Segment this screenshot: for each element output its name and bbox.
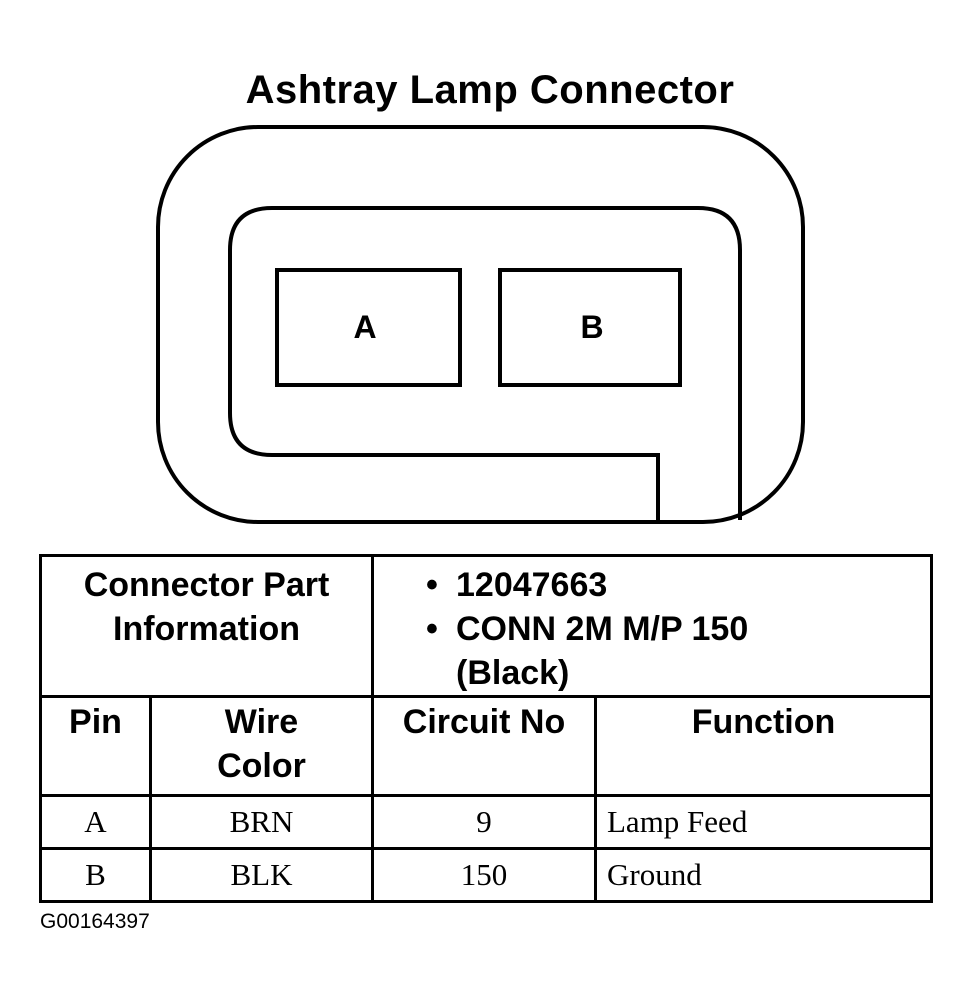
bullet-icon: • xyxy=(426,566,438,604)
row-b-wire-color: BLK xyxy=(149,847,374,903)
header-function: Function xyxy=(594,695,933,797)
figure-id: G00164397 xyxy=(40,910,150,933)
diagram-title: Ashtray Lamp Connector xyxy=(245,68,735,112)
pin-b-label: B xyxy=(580,309,603,345)
part-number: 12047663 xyxy=(456,566,608,604)
pin-a-label: A xyxy=(353,309,376,345)
header-pin: Pin xyxy=(39,695,152,797)
row-b-pin: B xyxy=(39,847,152,903)
bullet-icon: • xyxy=(426,610,438,648)
connector-info-table: Connector Part Information • 12047663 • CO… xyxy=(39,554,933,903)
header-circuit-no: Circuit No xyxy=(371,695,597,797)
part-info-label-cell: Connector Part Information xyxy=(39,554,374,698)
conn-color: (Black) xyxy=(456,654,570,692)
row-a-circuit: 9 xyxy=(371,794,597,850)
pin-a-cavity xyxy=(275,268,462,387)
part-number-line: • 12047663 xyxy=(426,563,930,607)
part-info-value-cell: • 12047663 • CONN 2M M/P 150 (Black) xyxy=(371,554,933,698)
pin-b-cavity xyxy=(498,268,682,387)
part-info-label-line2: Information xyxy=(113,610,300,648)
connector-inner-cavity xyxy=(228,206,742,520)
row-a-pin: A xyxy=(39,794,152,850)
part-info-row: Connector Part Information • 12047663 • CO… xyxy=(39,554,933,698)
conn-type: CONN 2M M/P 150 xyxy=(456,610,749,648)
row-a-function: Lamp Feed xyxy=(594,794,933,850)
row-b-circuit: 150 xyxy=(371,847,597,903)
table-row: B BLK 150 Ground xyxy=(39,847,933,903)
part-info-label-line1: Connector Part xyxy=(83,566,330,604)
row-b-function: Ground xyxy=(594,847,933,903)
header-wire-color: Wire Color xyxy=(149,695,374,797)
conn-type-line: • CONN 2M M/P 150 xyxy=(426,607,930,651)
table-header-row: Pin Wire Color Circuit No Function xyxy=(39,695,933,797)
row-a-wire-color: BRN xyxy=(149,794,374,850)
table-row: A BRN 9 Lamp Feed xyxy=(39,794,933,850)
connector-face-diagram: A B xyxy=(156,125,805,524)
connector-outer-housing xyxy=(156,125,805,524)
